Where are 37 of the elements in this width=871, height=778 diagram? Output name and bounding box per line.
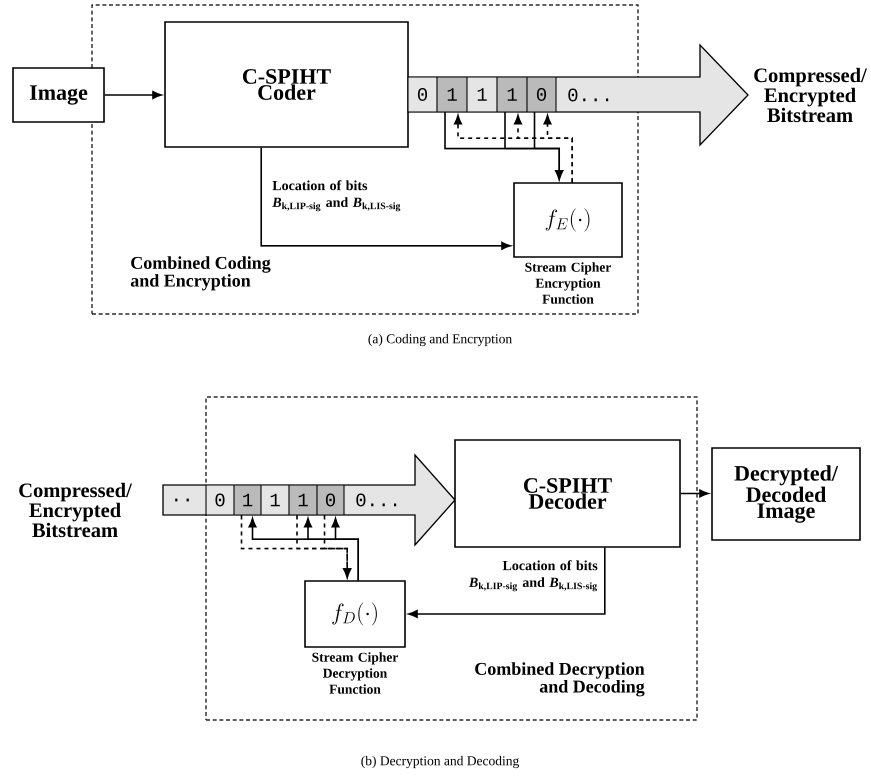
- edge-label: Location of bits B$_{k,LIP-sig}$ and B$_{k,LIS-sig}$: [272, 180, 400, 212]
- bitstream-label: Compressed/ Encrypted Bitstream: [19, 482, 132, 538]
- arrow: [534, 112, 564, 180]
- arrow: [260, 148, 511, 250]
- bit-text: 0...: [568, 88, 608, 102]
- arrow: [104, 90, 162, 100]
- dashed-arrow: [543, 114, 573, 182]
- bit-cell: 1: [496, 76, 528, 113]
- bit-cell: 0: [407, 76, 438, 113]
- group-label: Combined Decryption and Decoding: [475, 662, 645, 696]
- process-box: Image: [12, 67, 105, 123]
- bitstream-label: Compressed/ Encrypted Bitstream: [754, 68, 867, 122]
- arrow: [680, 489, 709, 498]
- process-box: C-SPIHT Coder: [164, 21, 409, 148]
- function-box: $f_D(\cdot)$: [304, 580, 406, 648]
- bit-cell: 0: [316, 484, 345, 516]
- function-caption: Stream Cipher Decryption Function: [312, 652, 398, 694]
- caption: (a) Coding and Encryption: [368, 334, 512, 346]
- bit-cell: 1: [436, 76, 468, 113]
- bit-cell: 1: [466, 76, 498, 113]
- caption: (b) Decryption and Decoding: [361, 756, 519, 768]
- function-caption: Stream Cipher Encryption Function: [525, 262, 612, 304]
- group-label: Combined Coding and Encryption: [130, 256, 271, 290]
- function-box: $f_E(\cdot)$: [513, 182, 623, 258]
- bit-cell: 0: [205, 484, 235, 516]
- edge-label: Location of bits B$_{k,LIP-sig}$ and B$_{k,LIS-sig}$: [468, 560, 598, 592]
- bit-cell: 0: [526, 76, 557, 113]
- bit-cell: 1: [260, 484, 290, 516]
- process-box: Decrypted/ Decoded Image: [711, 447, 861, 541]
- bit-text: ..: [175, 498, 189, 502]
- arrow: [408, 548, 606, 618]
- arrow: [331, 518, 359, 580]
- process-box: C-SPIHT Decoder: [454, 439, 681, 548]
- bit-text: 0...: [356, 494, 396, 506]
- dashed-arrow: [324, 516, 352, 578]
- bit-cell: 1: [233, 484, 262, 516]
- bit-cell: 1: [288, 484, 318, 516]
